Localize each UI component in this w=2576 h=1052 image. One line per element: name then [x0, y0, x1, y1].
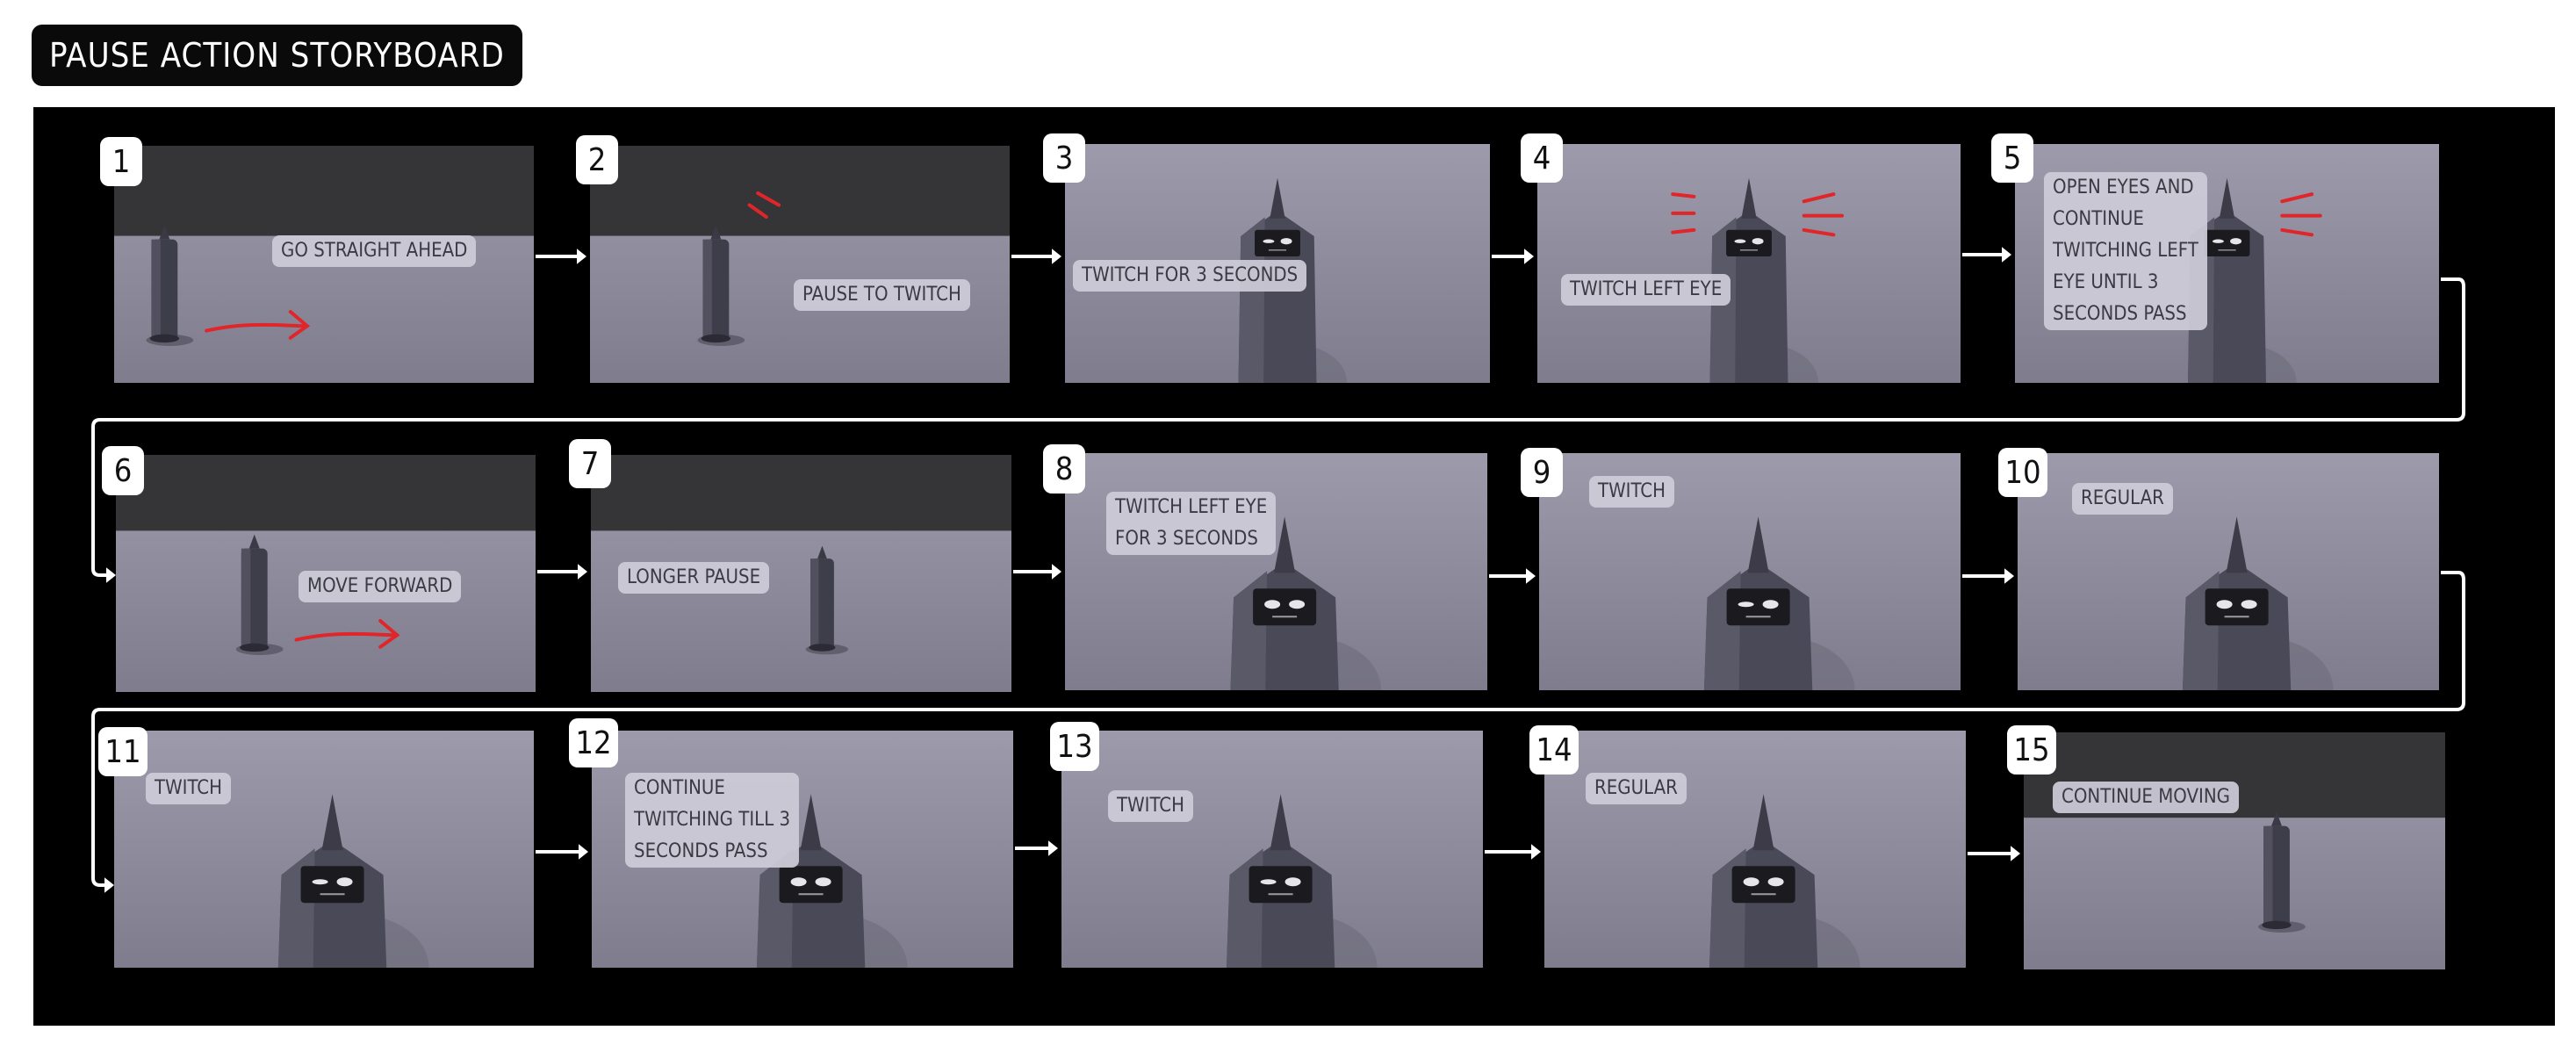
robot — [146, 225, 194, 346]
caption-line: CONTINUE MOVING — [2062, 786, 2230, 808]
frame-11: TWITCH — [114, 731, 534, 968]
frame-1: GO STRAIGHT AHEAD — [114, 146, 534, 383]
robot — [1709, 177, 1819, 383]
frame-14-caption: REGULAR — [1586, 773, 1687, 804]
frame-7-number: 7 — [569, 439, 611, 488]
robot — [277, 794, 429, 968]
caption-line: PAUSE TO TWITCH — [802, 284, 961, 306]
frame-7-caption: LONGER PAUSE — [618, 562, 770, 594]
frame-8: TWITCH LEFT EYE FOR 3 SECONDS — [1065, 453, 1487, 690]
frame-6: MOVE FORWARD — [116, 455, 536, 692]
frame-3: TWITCH FOR 3 SECONDS — [1065, 144, 1490, 383]
frame-2-number: 2 — [576, 135, 618, 184]
frame-5: OPEN EYES AND CONTINUE TWITCHING LEFT EYE U… — [2015, 144, 2439, 383]
caption-line: MOVE FORWARD — [307, 575, 453, 597]
robot — [805, 545, 848, 655]
frame-12-caption: CONTINUE TWITCHING TILL 3 SECONDS PASS — [625, 773, 800, 868]
frame-13: TWITCH — [1061, 731, 1483, 968]
frame-4-number: 4 — [1521, 133, 1563, 183]
robot — [1238, 177, 1348, 383]
robot — [2182, 516, 2334, 690]
caption-line: OPEN EYES AND — [2053, 177, 2194, 198]
robot — [1709, 794, 1860, 968]
robot — [1703, 516, 1855, 690]
caption-line: CONTINUE — [634, 777, 725, 799]
back-wall — [591, 455, 1011, 531]
frame-5-caption: OPEN EYES AND CONTINUE TWITCHING LEFT EYE U… — [2044, 172, 2207, 330]
frame-4-caption: TWITCH LEFT EYE — [1561, 274, 1731, 306]
frame-5-number: 5 — [1991, 133, 2033, 183]
frame-8-caption: TWITCH LEFT EYE FOR 3 SECONDS — [1106, 492, 1277, 555]
frame-6-number: 6 — [102, 446, 144, 495]
caption-line: EYE UNTIL 3 — [2053, 271, 2159, 293]
frame-9: TWITCH — [1539, 453, 1961, 690]
motion-arrow — [205, 310, 311, 340]
frame-12-number: 12 — [569, 718, 618, 767]
frame-13-caption: TWITCH — [1108, 790, 1193, 822]
frame-14-number: 14 — [1529, 725, 1579, 775]
frame-7: LONGER PAUSE — [591, 455, 1011, 692]
caption-line: REGULAR — [2081, 487, 2164, 509]
back-wall — [590, 146, 1010, 236]
twitch-marks — [747, 191, 781, 219]
caption-line: SECONDS PASS — [2053, 303, 2187, 325]
frame-11-caption: TWITCH — [146, 773, 231, 804]
frame-9-number: 9 — [1521, 448, 1563, 497]
frame-1-number: 1 — [100, 137, 142, 186]
frame-10-number: 10 — [1998, 448, 2047, 497]
caption-line: REGULAR — [1594, 777, 1678, 799]
motion-arrow — [294, 619, 400, 649]
caption-line: SECONDS PASS — [634, 840, 768, 862]
caption-line: TWITCH LEFT EYE — [1115, 496, 1268, 518]
caption-line: TWITCH FOR 3 SECONDS — [1082, 264, 1299, 286]
back-wall — [116, 455, 536, 531]
storyboard-title: PAUSE ACTION STORYBOARD — [32, 25, 522, 86]
robot — [2258, 811, 2306, 933]
frame-2-caption: PAUSE TO TWITCH — [794, 279, 970, 311]
frame-11-number: 11 — [98, 727, 148, 776]
robot — [756, 794, 908, 968]
frame-10: REGULAR — [2018, 453, 2439, 690]
frame-8-number: 8 — [1043, 444, 1085, 494]
robot — [1230, 516, 1382, 690]
frame-15-number: 15 — [2007, 725, 2056, 775]
frame-6-caption: MOVE FORWARD — [299, 571, 462, 602]
frame-9-caption: TWITCH — [1589, 476, 1674, 508]
caption-line: TWITCH — [1598, 480, 1666, 502]
caption-line: LONGER PAUSE — [627, 566, 761, 588]
frame-15: CONTINUE MOVING — [2024, 732, 2445, 969]
back-wall — [114, 146, 534, 236]
frame-3-number: 3 — [1043, 133, 1085, 183]
robot — [1226, 794, 1378, 968]
twitch-marks-right — [1802, 192, 1845, 237]
caption-line: TWITCH LEFT EYE — [1570, 278, 1723, 300]
frame-13-number: 13 — [1050, 722, 1099, 771]
frame-14: REGULAR — [1544, 731, 1966, 968]
frame-12: CONTINUE TWITCHING TILL 3 SECONDS PASS — [592, 731, 1013, 968]
robot — [235, 534, 284, 655]
caption-line: TWITCHING TILL 3 — [634, 809, 791, 831]
frame-2: PAUSE TO TWITCH — [590, 146, 1010, 383]
twitch-marks-left — [1671, 192, 1696, 234]
frame-1-caption: GO STRAIGHT AHEAD — [272, 235, 477, 267]
caption-line: TWITCHING LEFT — [2053, 240, 2198, 262]
frame-4: TWITCH LEFT EYE — [1537, 144, 1961, 383]
frame-3-caption: TWITCH FOR 3 SECONDS — [1073, 260, 1307, 292]
caption-line: GO STRAIGHT AHEAD — [281, 240, 468, 262]
twitch-marks-right — [2280, 192, 2322, 237]
caption-line: TWITCH — [1117, 795, 1184, 817]
caption-line: CONTINUE — [2053, 208, 2144, 230]
caption-line: FOR 3 SECONDS — [1115, 528, 1258, 550]
robot — [697, 225, 745, 346]
frame-15-caption: CONTINUE MOVING — [2053, 782, 2239, 813]
caption-line: TWITCH — [155, 777, 222, 799]
frame-10-caption: REGULAR — [2072, 483, 2173, 515]
